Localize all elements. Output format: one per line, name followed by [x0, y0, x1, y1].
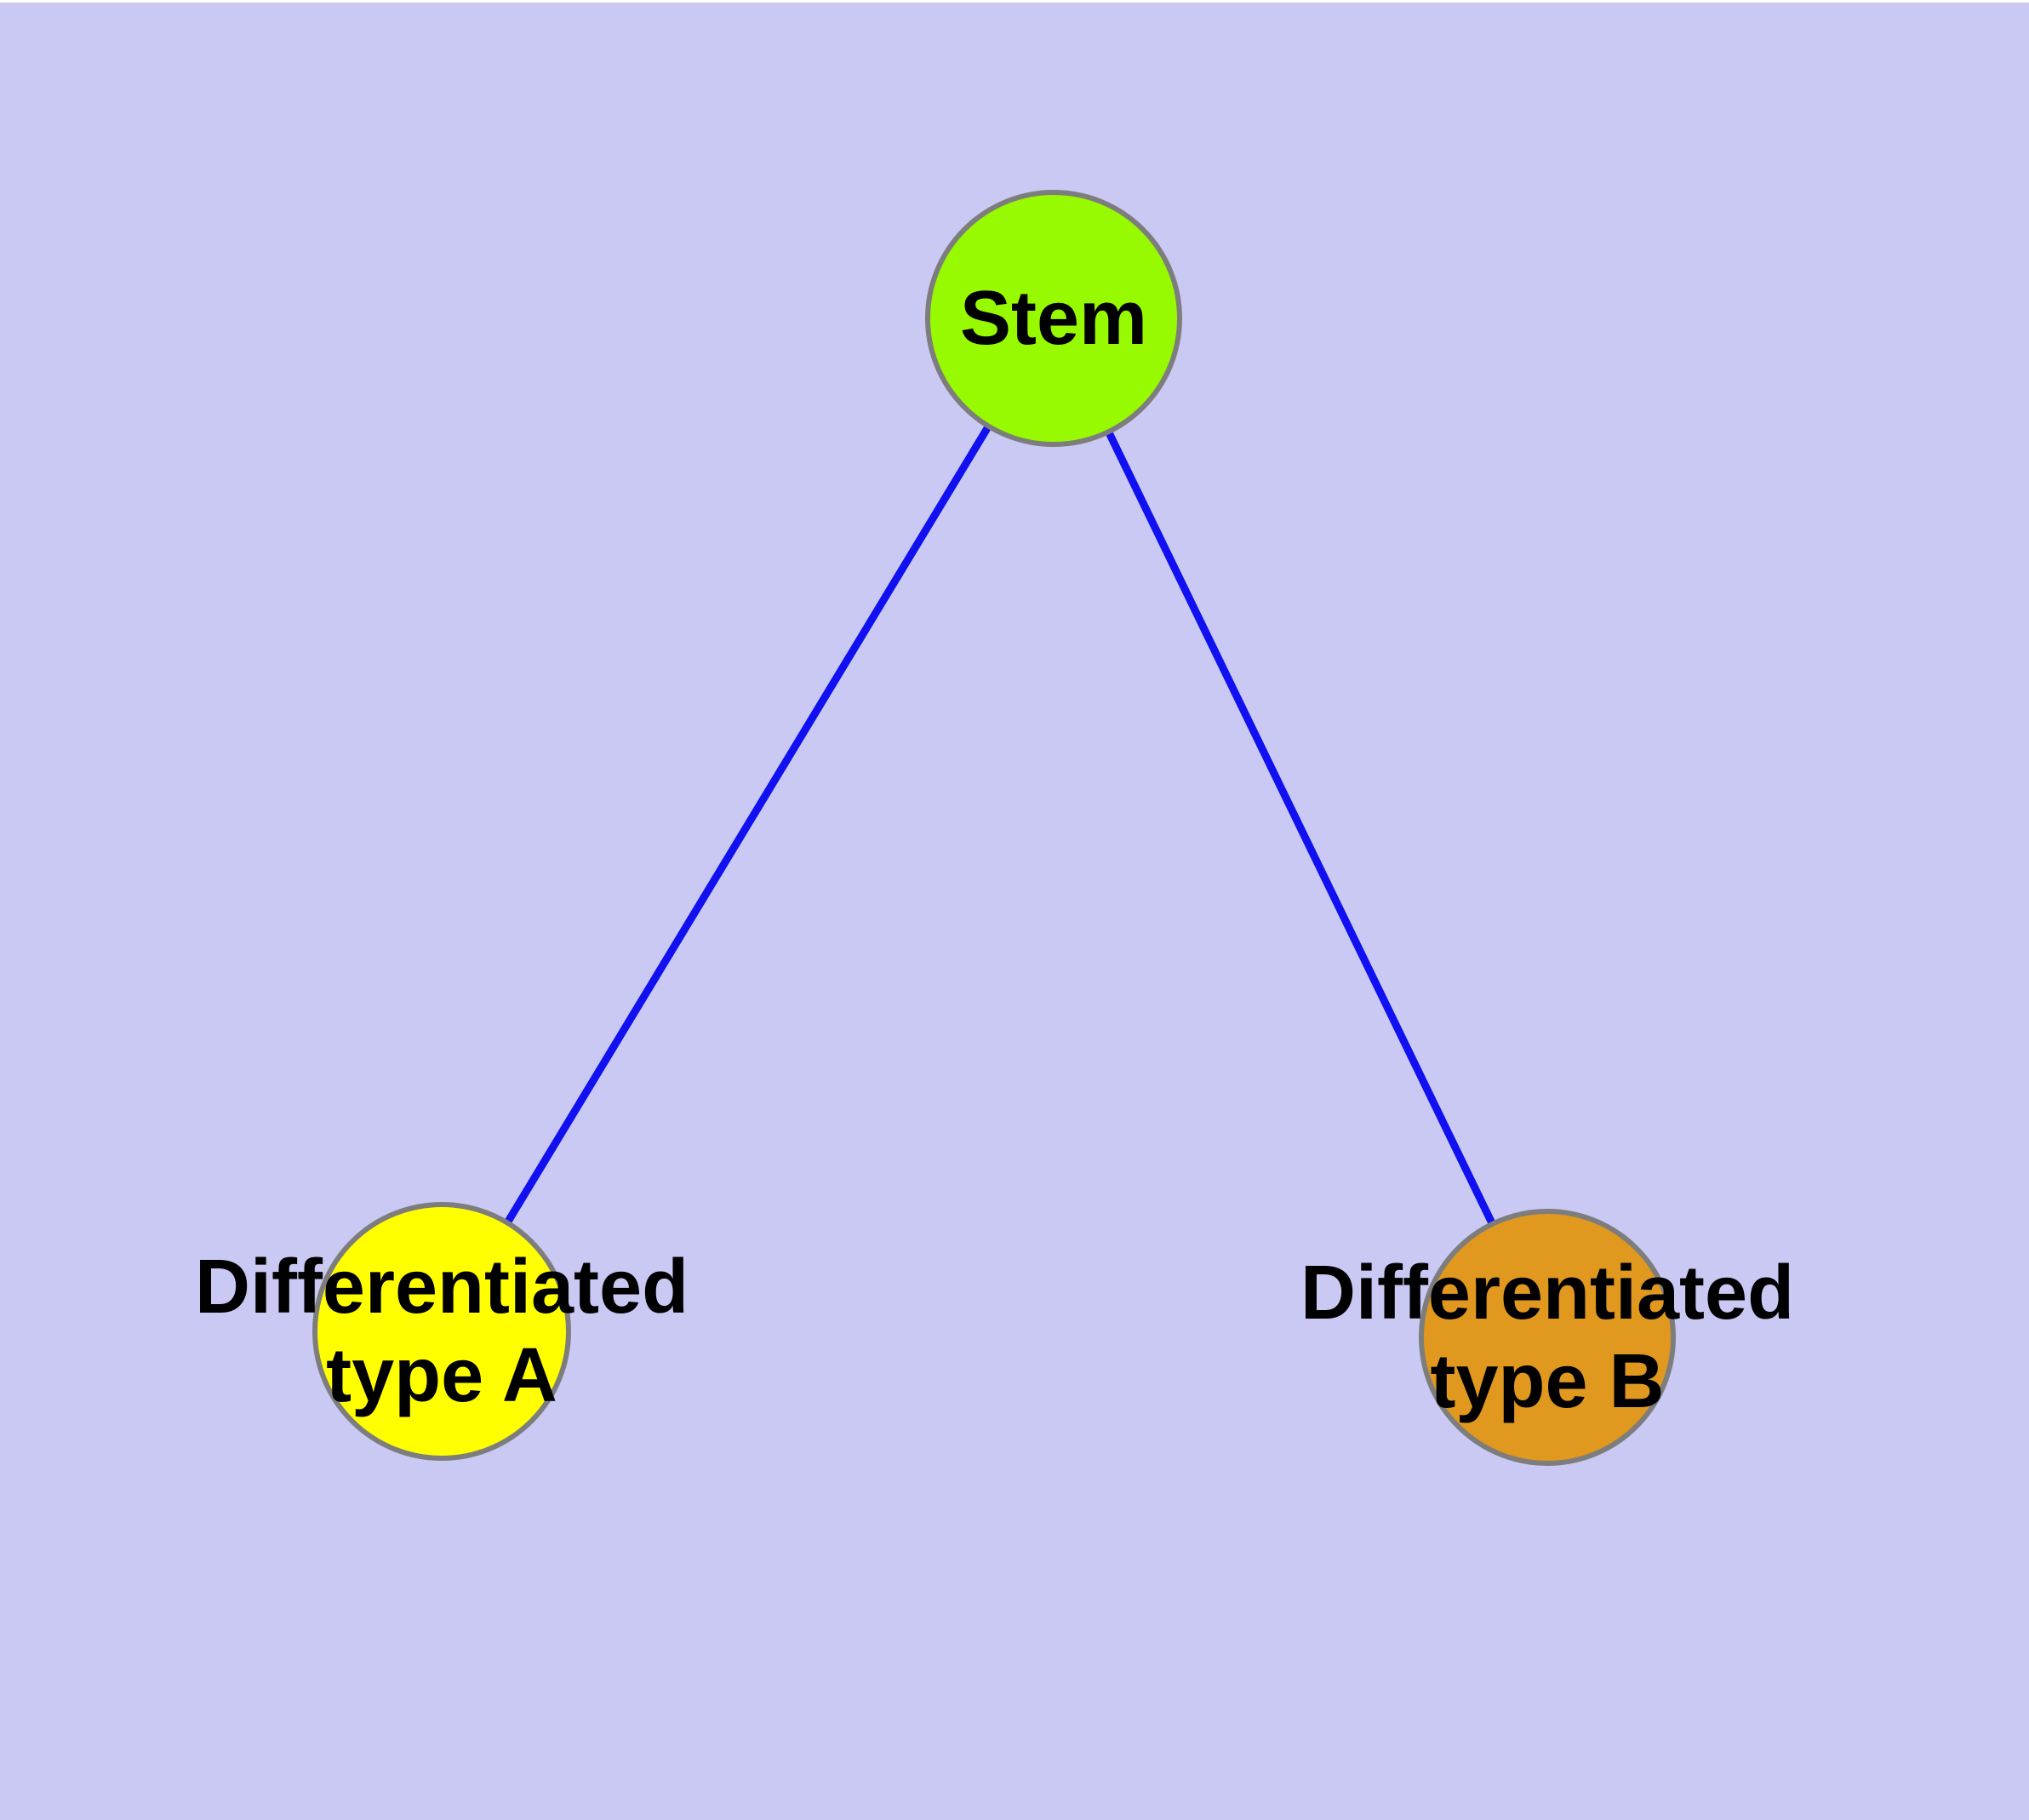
- label-line: Differentiated: [1300, 1251, 1795, 1336]
- edge-stem-to-type-a: [438, 316, 1057, 1334]
- node-differentiated-type-b-label: Differentiated type B: [1300, 1249, 1794, 1426]
- node-stem: Stem: [925, 190, 1182, 447]
- node-differentiated-type-b: Differentiated type B: [1300, 1209, 1794, 1466]
- label-line: Differentiated: [194, 1245, 689, 1330]
- label-line: type A: [326, 1333, 557, 1418]
- diagram-canvas: Stem Differentiated type A Differentiate…: [0, 3, 2029, 1820]
- edge-stem-to-type-b: [1049, 317, 1552, 1339]
- label-line: Stem: [959, 276, 1148, 361]
- edges-layer: [438, 316, 1552, 1339]
- node-stem-label: Stem: [960, 274, 1147, 363]
- node-differentiated-type-a: Differentiated type A: [195, 1202, 689, 1461]
- label-line: type B: [1430, 1339, 1665, 1424]
- node-differentiated-type-a-label: Differentiated type A: [195, 1243, 689, 1420]
